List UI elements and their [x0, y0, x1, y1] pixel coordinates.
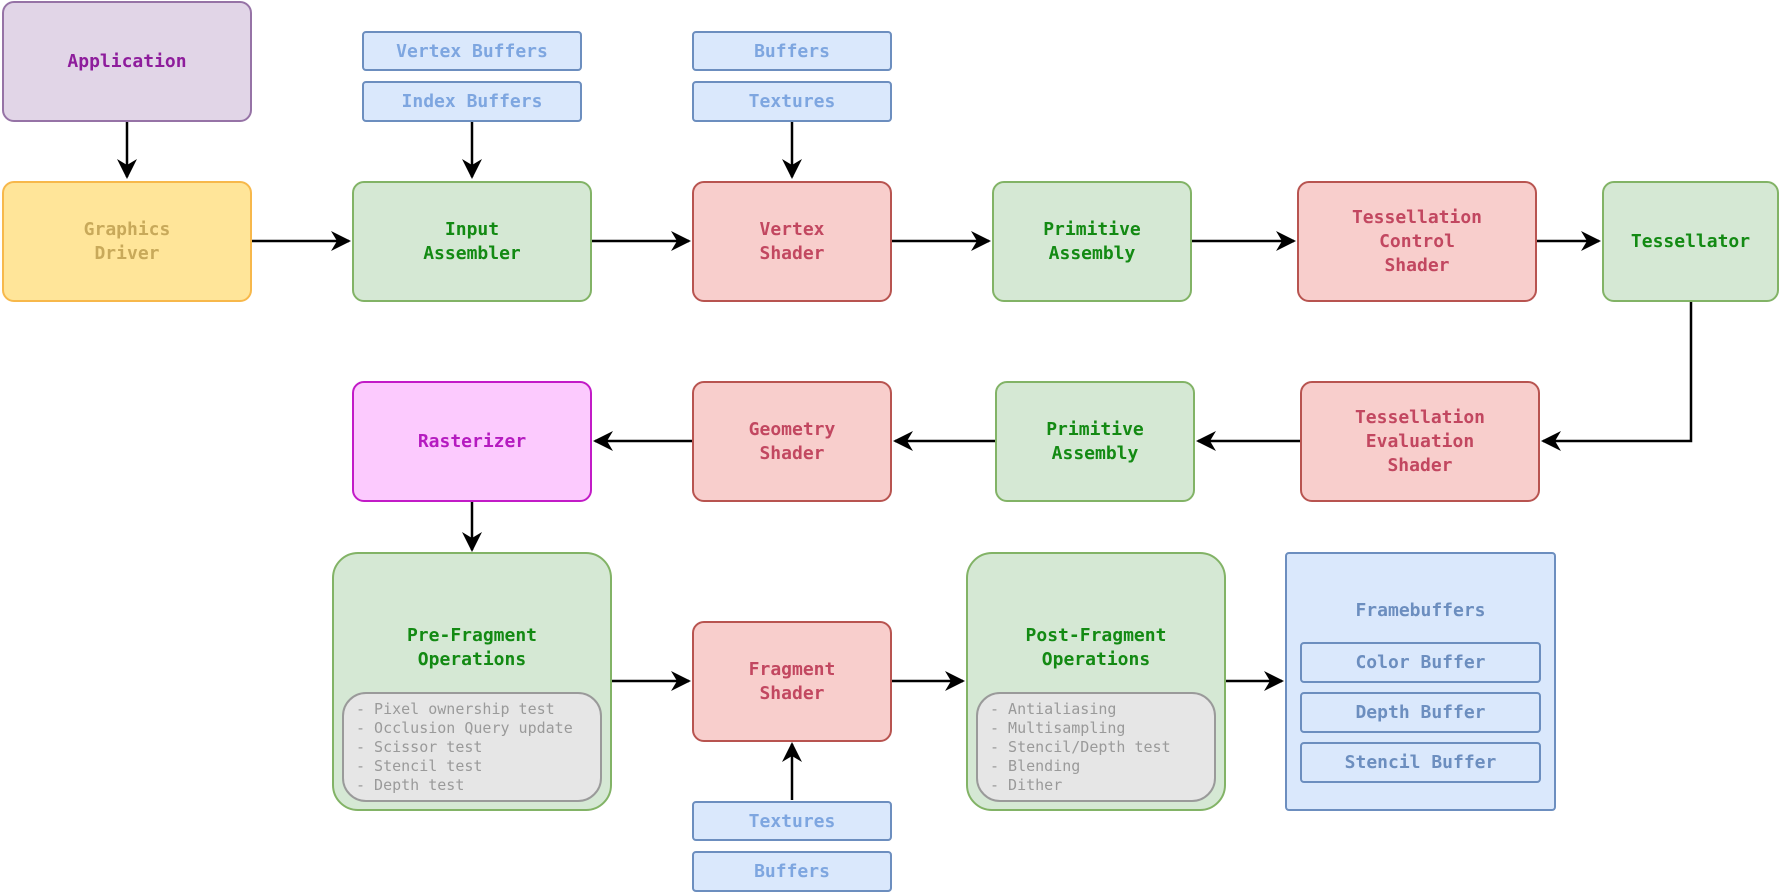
color-buffer: Color Buffer [1300, 642, 1541, 683]
pre-fragment-test-item: - Depth test [356, 776, 465, 794]
input-assembler-node: Input Assembler [352, 181, 592, 302]
graphics-driver-node: Graphics Driver [2, 181, 252, 302]
post-fragment-step-item: - Stencil/Depth test [990, 738, 1171, 756]
tessellation-evaluation-shader-node: Tessellation Evaluation Shader [1300, 381, 1540, 502]
tessellator-node: Tessellator [1602, 181, 1779, 302]
post-fragment-operations-label: Post-Fragment Operations [1025, 625, 1167, 670]
vertex-shader-node: Vertex Shader [692, 181, 892, 302]
post-fragment-step-item: - Multisampling [990, 719, 1126, 737]
fragment-stage-textures-input: Textures [692, 801, 892, 841]
vertex-buffers-input: Vertex Buffers [362, 31, 582, 71]
application-node: Application [2, 1, 252, 122]
fragment-shader-node: Fragment Shader [692, 621, 892, 742]
framebuffers-title: Framebuffers [1355, 600, 1486, 621]
framebuffers-group: Framebuffers Color Buffer Depth Buffer S… [1285, 552, 1556, 811]
pre-fragment-test-item: - Stencil test [356, 757, 483, 775]
pre-fragment-test-item: - Occlusion Query update [356, 719, 573, 737]
post-fragment-step-item: - Antialiasing [990, 700, 1117, 718]
primitive-assembly-node: Primitive Assembly [992, 181, 1192, 302]
pre-fragment-test-item: - Scissor test [356, 738, 483, 756]
pre-fragment-operations-label: Pre-Fragment Operations [406, 625, 538, 670]
stencil-buffer: Stencil Buffer [1300, 742, 1541, 783]
pre-fragment-tests-list: - Pixel ownership test - Occlusion Query… [342, 692, 602, 802]
edge-tessellator-to-tess-eval [1541, 302, 1693, 451]
tessellation-control-shader-node: Tessellation Control Shader [1297, 181, 1537, 302]
vertex-stage-textures-input: Textures [692, 81, 892, 122]
index-buffers-input: Index Buffers [362, 81, 582, 122]
post-fragment-step-item: - Blending [990, 757, 1081, 775]
vertex-stage-buffers-input: Buffers [692, 31, 892, 71]
post-fragment-steps-list: - Antialiasing - Multisampling - Stencil… [976, 692, 1216, 802]
primitive-assembly-node-2: Primitive Assembly [995, 381, 1195, 502]
fragment-stage-buffers-input: Buffers [692, 851, 892, 892]
pre-fragment-test-item: - Pixel ownership test [356, 700, 555, 718]
post-fragment-step-item: - Dither [990, 776, 1063, 794]
geometry-shader-node: Geometry Shader [692, 381, 892, 502]
rasterizer-node: Rasterizer [352, 381, 592, 502]
depth-buffer: Depth Buffer [1300, 692, 1541, 733]
